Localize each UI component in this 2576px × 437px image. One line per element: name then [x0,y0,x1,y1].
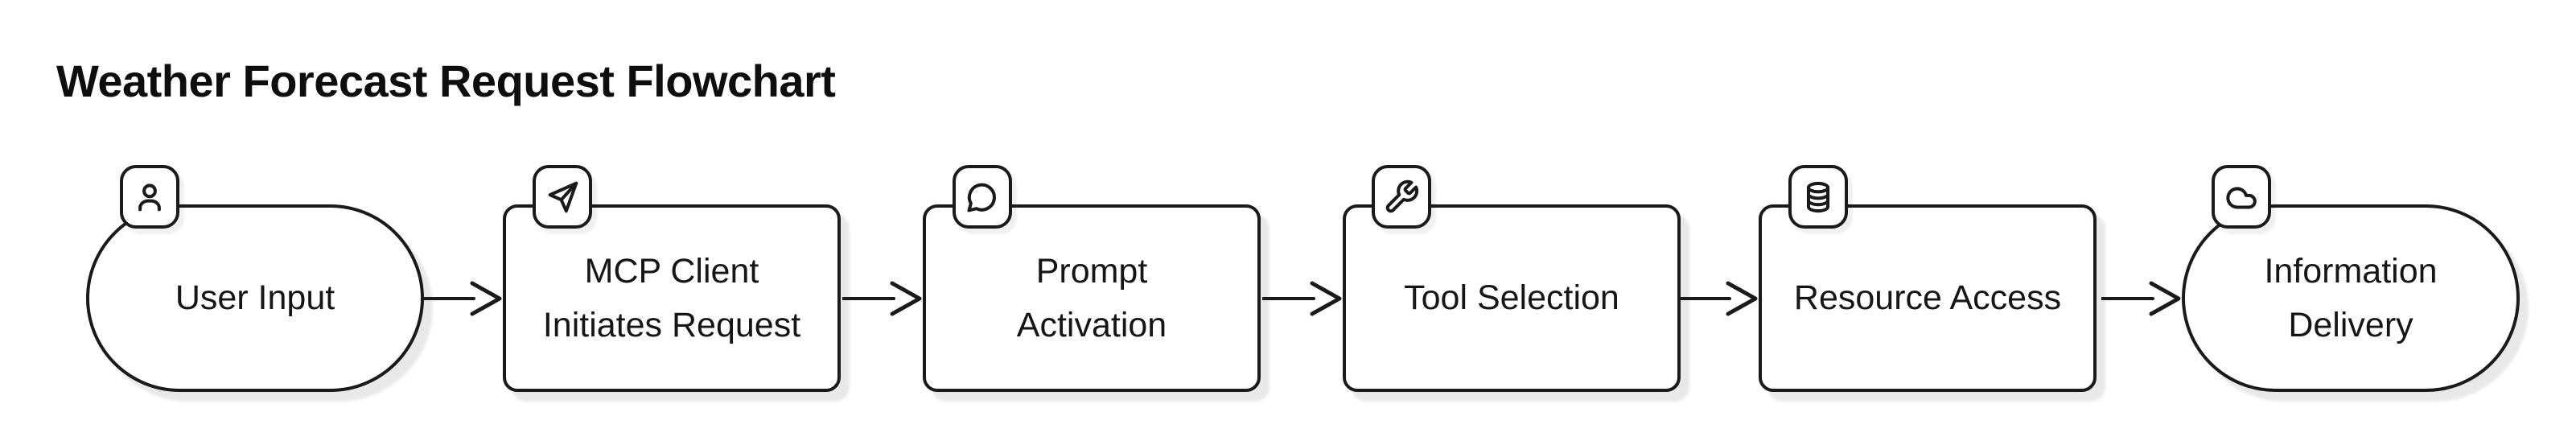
node-label: Tool Selection [1404,278,1619,318]
node-label: MCP Client Initiates Request [542,251,801,344]
flow-arrow-4 [1678,281,1758,316]
node-icon-badge [1788,165,1848,229]
node-label: Information Delivery [2264,251,2438,344]
node-icon-badge [953,165,1012,229]
flow-arrow-3 [1262,281,1342,316]
node-icon-badge [120,165,179,229]
node-icon-badge [1372,165,1431,229]
flow-arrow-2 [842,281,922,316]
node-user-input: User Input [86,204,424,392]
node-tool-selection: Tool Selection [1343,204,1681,392]
node-label: Prompt Activation [1016,251,1167,344]
node-label: Resource Access [1793,278,2062,318]
diagram-title: Weather Forecast Request Flowchart [56,56,836,106]
flow-arrow-1 [422,281,502,316]
node-mcp-client: MCP Client Initiates Request [503,204,841,392]
node-icon-badge [533,165,592,229]
node-information-delivery: Information Delivery [2182,204,2520,392]
node-resource-access: Resource Access [1759,204,2097,392]
send-icon [548,181,578,212]
node-label: User Input [175,278,335,318]
node-icon-badge [2212,165,2271,229]
cloud-icon [2226,187,2257,208]
database-icon [1806,181,1830,212]
node-prompt-activation: Prompt Activation [923,204,1261,392]
wrench-icon [1385,179,1419,212]
speech-bubble-icon [967,183,996,212]
user-icon [138,183,161,211]
flow-arrow-5 [2101,281,2181,316]
